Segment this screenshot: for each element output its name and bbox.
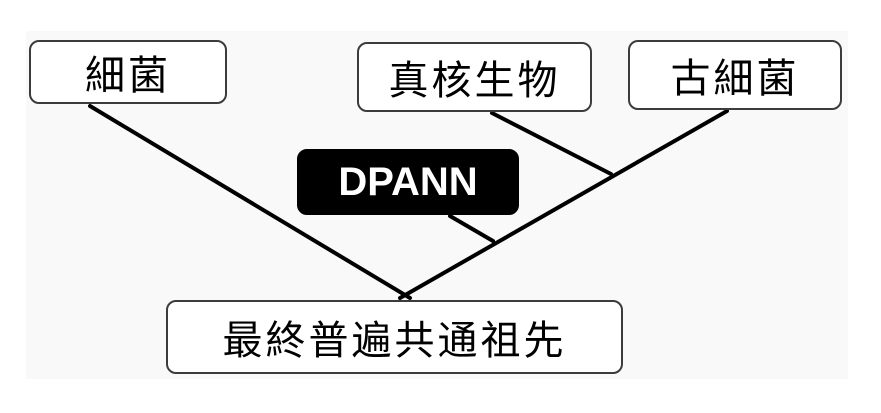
branch-luca-to-archaea bbox=[398, 109, 729, 300]
node-archaea-label: 古細菌 bbox=[670, 56, 800, 102]
node-bacteria: 細菌 bbox=[29, 40, 227, 104]
node-eukaryote: 真核生物 bbox=[357, 42, 592, 112]
node-bacteria-label: 細菌 bbox=[85, 53, 171, 99]
node-luca: 最終普遍共通祖先 bbox=[166, 300, 623, 374]
node-dpann-label: DPANN bbox=[338, 159, 478, 204]
node-luca-label: 最終普遍共通祖先 bbox=[222, 318, 567, 364]
node-eukaryote-label: 真核生物 bbox=[388, 58, 561, 104]
node-dpann: DPANN bbox=[297, 149, 519, 215]
branch-dpann bbox=[448, 214, 495, 243]
node-archaea: 古細菌 bbox=[628, 40, 842, 110]
branch-eukaryote bbox=[490, 111, 613, 176]
branch-luca-to-bacteria bbox=[88, 104, 412, 300]
